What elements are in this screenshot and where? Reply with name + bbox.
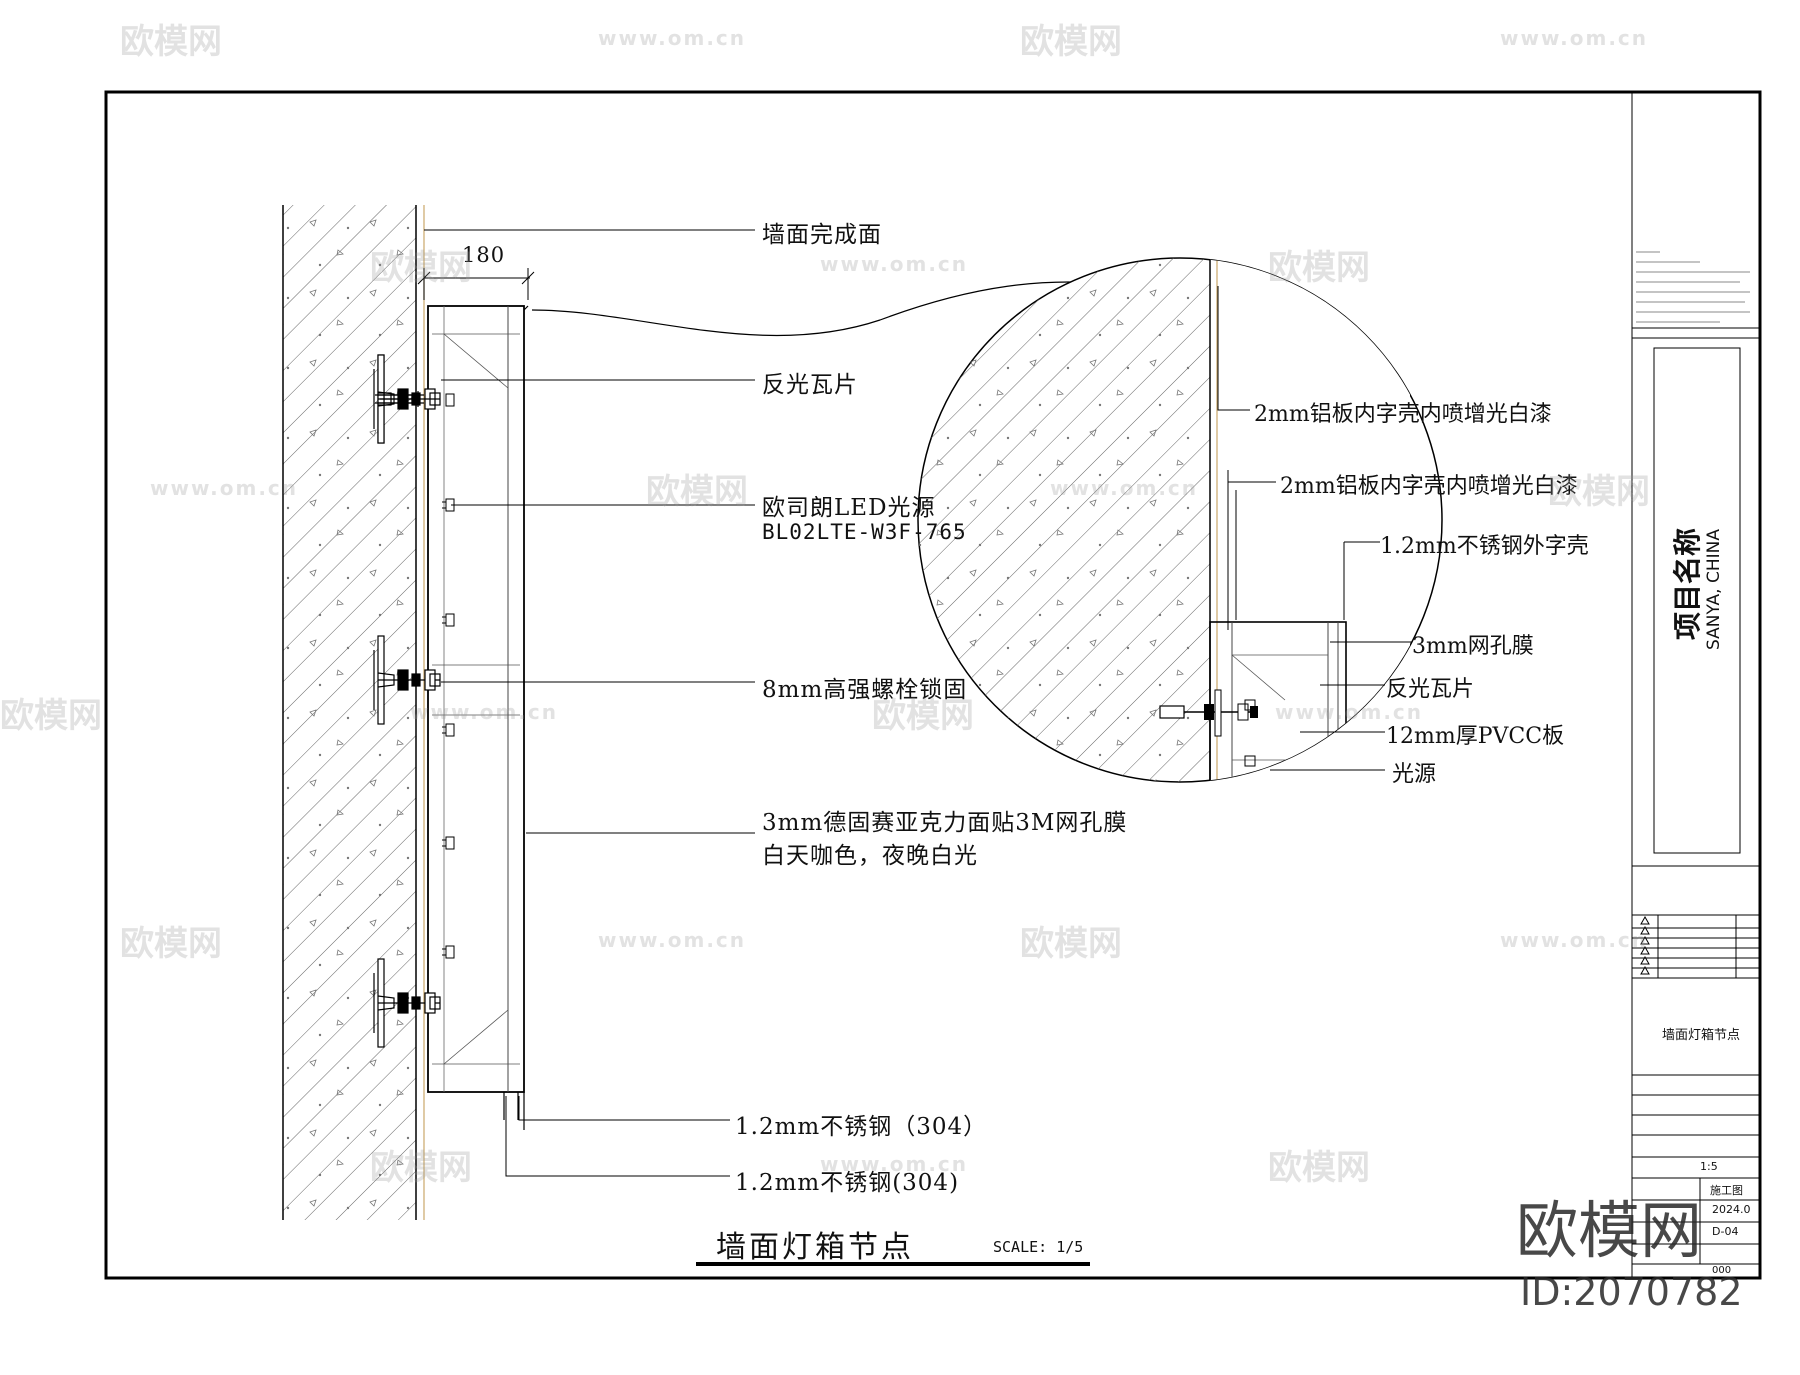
label-stainless-2: 1.2mm不锈钢(304): [735, 1170, 960, 1196]
title-block: [1632, 251, 1760, 1265]
dimension-label: 180: [462, 243, 506, 267]
main-leader-lines: [424, 229, 755, 1177]
anchor-bolts: [373, 354, 441, 1048]
label-day-night-color: 白天咖色，夜晚白光: [762, 843, 978, 869]
detail-label-reflector: 反光瓦片: [1386, 677, 1475, 702]
drawing-border: [104, 90, 1762, 1280]
detail-label-stainless-shell: 1.2mm不锈钢外字壳: [1380, 534, 1589, 559]
sheet-date: 2024.0: [1712, 1203, 1751, 1216]
detail-callout-curve: [531, 281, 1151, 337]
detail-label-alu-2: 2mm铝板内字壳内喷增光白漆: [1280, 474, 1578, 499]
detail-label-alu-1: 2mm铝板内字壳内喷增光白漆: [1254, 402, 1552, 427]
led-modules: [442, 393, 455, 959]
sheet-revision: 000: [1712, 1265, 1732, 1276]
project-name: 项目名称: [1671, 527, 1704, 640]
detail-label-light-source: 光源: [1392, 762, 1437, 787]
label-stainless-1: 1.2mm不锈钢（304）: [735, 1114, 988, 1140]
label-led-source: 欧司朗LED光源: [762, 495, 936, 521]
sheet-drawing-name: 墙面灯箱节点: [1662, 1028, 1741, 1043]
wall-section: [282, 205, 425, 1220]
light-box: [427, 305, 529, 1130]
detail-label-pvcc-board: 12mm厚PVCC板: [1386, 724, 1565, 749]
label-reflector: 反光瓦片: [762, 372, 858, 398]
detail-circle: [917, 257, 1443, 783]
label-wall-finish: 墙面完成面: [762, 222, 882, 248]
label-acrylic-face: 3mm德固赛亚克力面贴3M网孔膜: [762, 810, 1128, 836]
drawing-scale: SCALE: 1/5: [993, 1238, 1084, 1256]
dimension-180: [417, 268, 535, 300]
brand-watermark: 欧模网: [1516, 1194, 1703, 1267]
sheet-number: D-04: [1712, 1225, 1739, 1238]
drawing-title: 墙面灯箱节点: [716, 1230, 914, 1265]
label-anchor-bolt: 8mm高强螺栓锁固: [762, 677, 968, 703]
project-location: SANYA, CHINA: [1704, 529, 1724, 650]
detail-label-mesh-film: 3mm网孔膜: [1412, 634, 1534, 659]
label-led-model: BL02LTE-W3F-765: [762, 520, 967, 544]
sheet-stage: 施工图: [1710, 1184, 1743, 1197]
sheet-scale: 1:5: [1700, 1160, 1718, 1173]
id-watermark: ID:2070782: [1520, 1270, 1743, 1314]
